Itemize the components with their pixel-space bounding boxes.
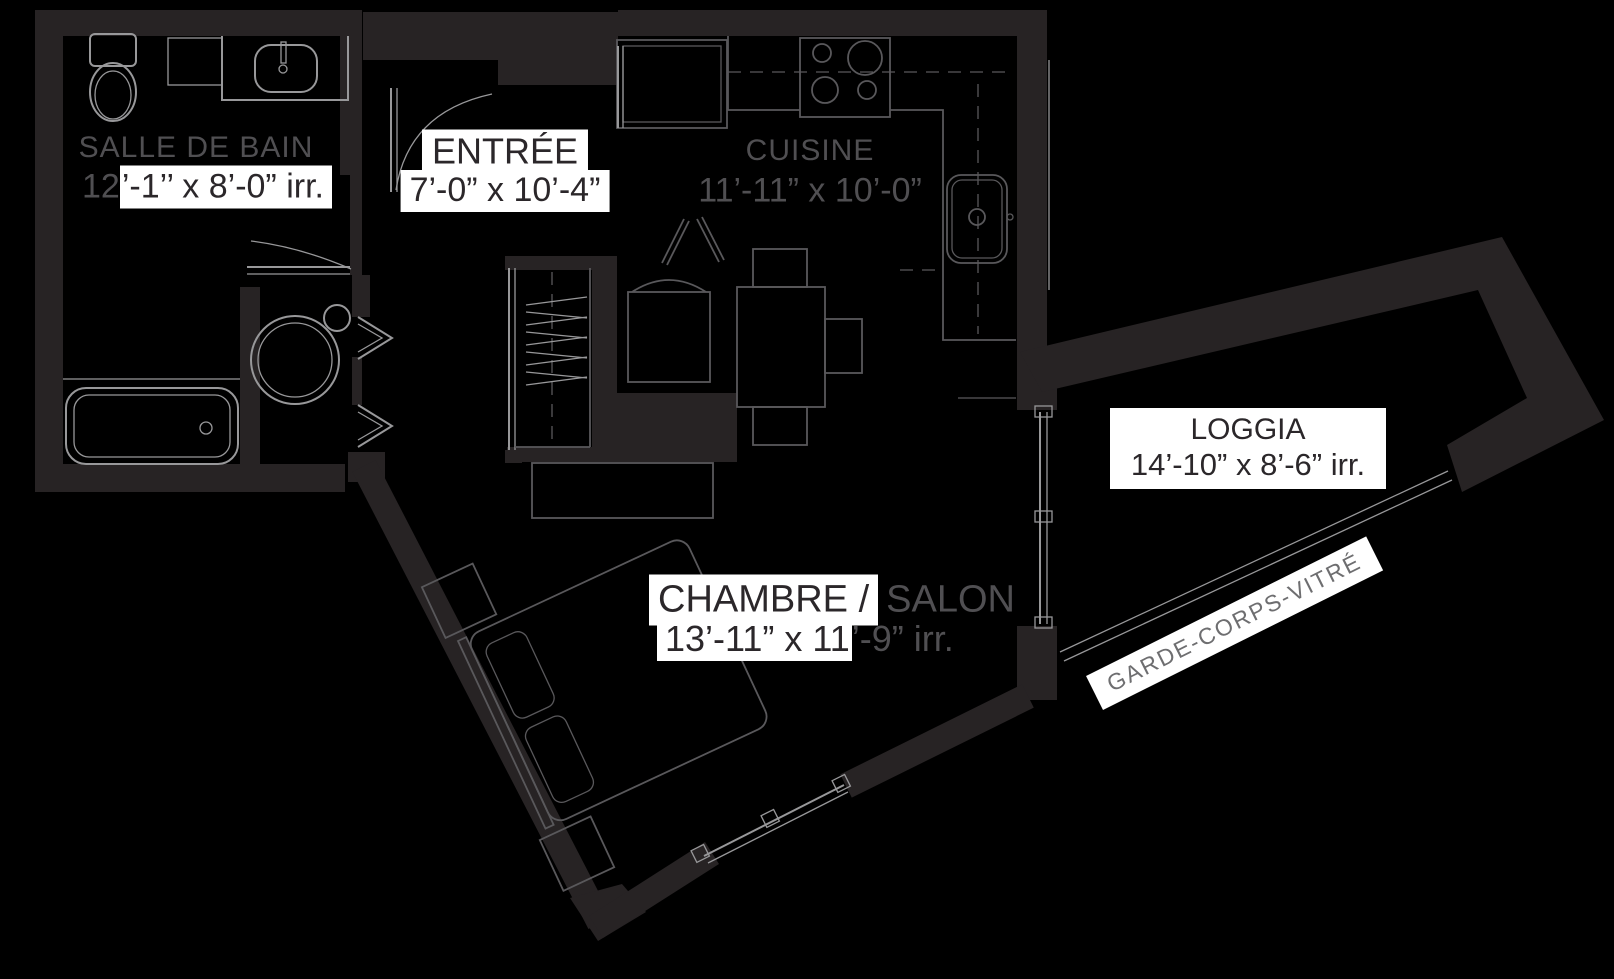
dining-table-icon — [736, 286, 826, 408]
salle-de-bain-name: SALLE DE BAIN — [78, 131, 314, 164]
closet-pivot-door-2-icon — [357, 404, 394, 448]
cuisine-name: CUISINE — [745, 134, 875, 167]
glass-railing-line-1 — [1059, 470, 1449, 653]
wall-south-2 — [840, 684, 1034, 798]
bathtub-drain-icon — [199, 421, 213, 435]
bifold-door-icon — [661, 216, 725, 266]
refrigerator-icon — [616, 39, 728, 129]
dining-chair-right — [824, 318, 863, 374]
room-label-loggia: LOGGIA 14’-10” x 8’-6” irr. — [1110, 408, 1386, 489]
wall-entree-top-step — [498, 36, 588, 85]
wall-loggia-band — [1020, 237, 1604, 492]
dining-chair-bottom — [752, 406, 808, 446]
vanity-faucet-icon — [280, 41, 287, 64]
pillow-1-icon — [485, 631, 555, 719]
loggia-door-mullion-mid — [1034, 510, 1053, 523]
dining-fixtures — [627, 248, 863, 446]
wall-closet-cap-bottom — [505, 450, 522, 463]
wall-door-post-2 — [352, 357, 362, 405]
room-dims-entree: 7’-0” x 10’-4” — [400, 170, 610, 212]
entry-door-swing-arc — [395, 93, 493, 191]
wall-south-1 — [589, 842, 719, 938]
toilet-tank-icon — [89, 33, 137, 67]
cuisine-dims: 11’-11” x 10’-0” — [698, 171, 922, 210]
bathroom-cabinet-icon — [167, 37, 223, 86]
closet-pivot-door-1-icon — [357, 316, 394, 360]
kitchen-fixtures — [616, 36, 1050, 399]
vanity-drain-icon — [278, 64, 288, 74]
wall-bathroom-bottom — [35, 464, 345, 492]
glass-railing-line-2 — [1063, 479, 1453, 662]
entree-dims: 7’-0” x 10’-4” — [409, 171, 601, 209]
loggia-door-mullion-bottom — [1034, 616, 1053, 629]
bathtub-icon — [65, 387, 239, 465]
loggia-name: LOGGIA — [1190, 413, 1306, 446]
wall-entree-kitchen-post — [588, 12, 618, 85]
washer-knob-icon — [323, 304, 351, 332]
bed-group — [420, 539, 768, 893]
vanity-counter-icon — [221, 36, 349, 101]
wall-closet-east — [592, 268, 617, 393]
salle-de-bain-dims: ’-1’’ x 8’-0” irr. — [119, 165, 332, 209]
closet-hanger-hatching — [525, 296, 588, 386]
pillow-2-icon — [524, 715, 595, 804]
wall-bathroom-east-mid — [350, 175, 362, 275]
burner-small-1 — [812, 43, 832, 63]
loggia-door-mullion-top — [1034, 405, 1053, 418]
salle-de-bain-dims-prefix: 12 — [82, 167, 120, 206]
room-label-chambre-salon: CHAMBRE /SALON — [649, 574, 1015, 626]
room-label-cuisine: CUISINE — [746, 134, 875, 168]
burner-large-1 — [847, 40, 883, 76]
toilet-bowl-icon — [89, 62, 137, 122]
salon-name: SALON — [886, 578, 1015, 621]
wall-west — [35, 10, 63, 492]
bathtub-inner-icon — [73, 394, 231, 458]
walls — [35, 10, 1604, 941]
nightstand-2-icon — [538, 815, 616, 893]
dining-chair-top — [752, 248, 808, 288]
armchair-back-arc — [631, 279, 707, 293]
loggia-fixtures — [1034, 405, 1453, 662]
entree-name: ENTRÉE — [431, 130, 579, 172]
wall-door-post-1 — [352, 275, 370, 317]
wall-bathroom-top — [35, 10, 352, 36]
room-dims-cuisine: 11’-11” x 10’-0” — [698, 172, 922, 211]
toilet-seat-icon — [94, 70, 132, 120]
kitchen-sink-knob — [1006, 213, 1014, 221]
kitchen-faucet-icon — [968, 208, 986, 226]
wall-bathroom-east-upper — [340, 10, 362, 175]
burner-large-2 — [811, 76, 839, 104]
cooktop-icon — [799, 37, 891, 118]
bathroom-fixtures — [63, 33, 394, 465]
wall-closet-top — [505, 256, 617, 270]
closet-pivot-door-1-inner — [357, 323, 384, 353]
chambre-dims-plain: ’-9” irr. — [851, 618, 954, 659]
room-label-entree: ENTRÉE — [421, 129, 589, 175]
refrigerator-inner — [622, 45, 722, 123]
closet-pivot-door-2-inner — [357, 411, 384, 441]
bench-icon — [531, 462, 714, 519]
nightstand-1-icon — [420, 562, 498, 640]
wall-kitchen-top — [618, 10, 1047, 36]
kitchen-counter-edge — [727, 36, 1016, 341]
wall-kitchen-east — [1017, 36, 1047, 352]
bedroom-window-icon — [690, 773, 852, 864]
wall-chambre-north — [507, 393, 737, 462]
kitchen-sink-icon — [946, 174, 1008, 264]
bathroom-door-swing-arc — [250, 240, 352, 270]
chambre-dims-boxed: 13’-11” x 11 — [657, 617, 852, 661]
burner-small-2 — [857, 80, 877, 100]
armchair-icon — [627, 291, 711, 383]
room-label-salle-de-bain: SALLE DE BAIN — [79, 131, 314, 165]
room-dims-salle-de-bain: 12’-1’’ x 8’-0” irr. — [82, 165, 332, 209]
wall-washer-partition — [240, 287, 260, 465]
room-dims-chambre-salon: 13’-11” x 11’-9” irr. — [657, 617, 954, 661]
washer-icon — [250, 315, 340, 405]
entry-fixtures — [390, 88, 725, 450]
loggia-dims: 14’-10” x 8’-6” irr. — [1130, 447, 1366, 482]
washer-drum-icon — [257, 322, 333, 398]
kitchen-sink-inner — [951, 179, 1003, 259]
